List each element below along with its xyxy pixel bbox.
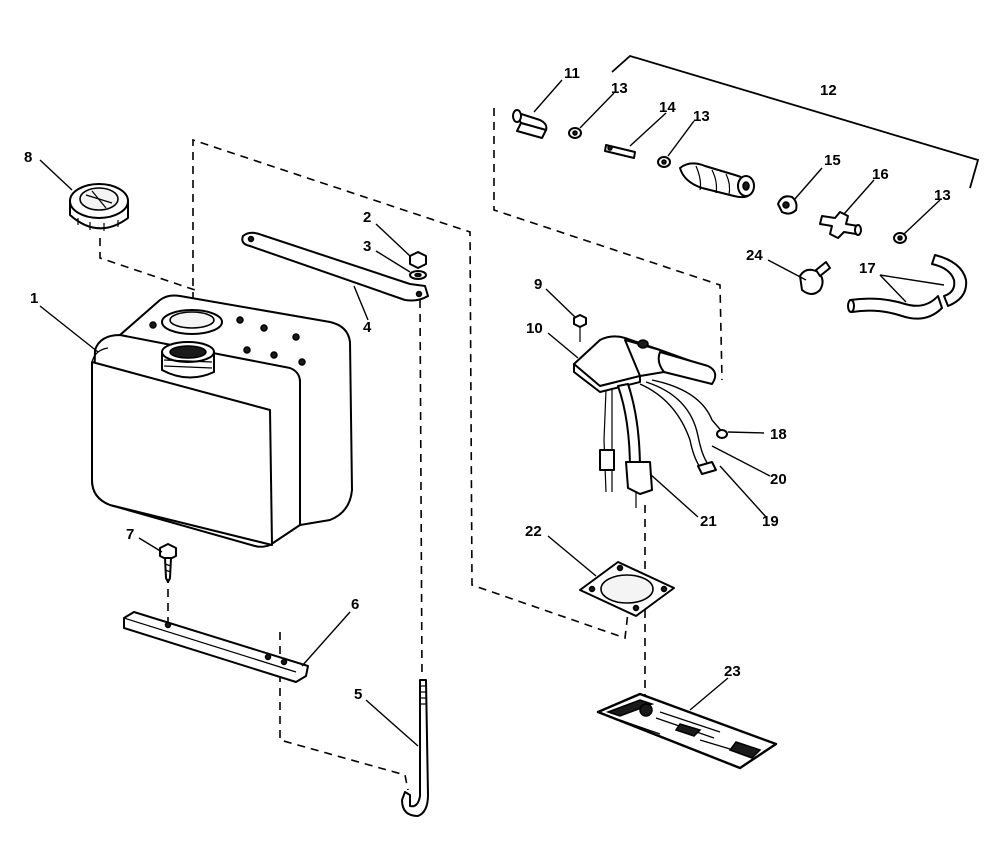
leader-lines: [39, 79, 945, 747]
callout-15: 15: [824, 152, 841, 169]
callout-8: 8: [24, 149, 32, 166]
callout-19: 19: [762, 513, 779, 530]
callout-24: 24: [746, 247, 763, 264]
callout-17: 17: [859, 260, 876, 277]
callout-22: 22: [525, 523, 542, 540]
callout-18: 18: [770, 426, 787, 443]
sender-gasket: [579, 561, 675, 617]
fuel-hose: [847, 254, 968, 320]
hose-clamp-small-2: [657, 156, 671, 168]
callout-12: 12: [820, 82, 837, 99]
fuel-tank: [91, 294, 353, 548]
callout-13-a: 13: [611, 80, 628, 97]
tank-bracket: [123, 611, 309, 683]
decal: [596, 692, 778, 770]
filler-cap: [69, 183, 129, 231]
hose-clamp-large: [799, 261, 831, 295]
hose-clamp-small-3: [893, 232, 907, 244]
hose-clamp-small: [568, 127, 582, 139]
callout-10: 10: [526, 320, 543, 337]
hold-down-rod: [401, 679, 429, 817]
assembly-guide-lines: [99, 54, 980, 791]
callout-13-b: 13: [693, 108, 710, 125]
callout-2: 2: [363, 209, 371, 226]
callout-labels: 1 2 3 4 5 6 7 8 9 10 11 12 13 13 13 14 1…: [24, 65, 951, 703]
callout-16: 16: [872, 166, 889, 183]
callout-7: 7: [126, 526, 134, 543]
callout-5: 5: [354, 686, 362, 703]
callout-21: 21: [700, 513, 717, 530]
washer: [409, 270, 427, 280]
callout-3: 3: [363, 238, 371, 255]
callout-9: 9: [534, 276, 542, 293]
callout-23: 23: [724, 663, 741, 680]
primer-bulb: [679, 162, 755, 199]
sender-screw: [573, 314, 587, 342]
hose-connector: [777, 195, 798, 215]
callout-14: 14: [659, 99, 676, 116]
callout-1: 1: [30, 290, 38, 307]
nut: [409, 251, 427, 269]
callout-6: 6: [351, 596, 359, 613]
callout-13-c: 13: [934, 187, 951, 204]
callout-11: 11: [564, 65, 580, 82]
callout-20: 20: [770, 471, 787, 488]
check-valve: [604, 144, 636, 159]
fuel-pickup-sender: [573, 335, 728, 508]
callout-4: 4: [363, 319, 372, 336]
screw: [159, 543, 177, 583]
tank-strap: [241, 231, 429, 302]
hose-fitting: [512, 109, 548, 139]
connector-fitting: [819, 211, 862, 239]
